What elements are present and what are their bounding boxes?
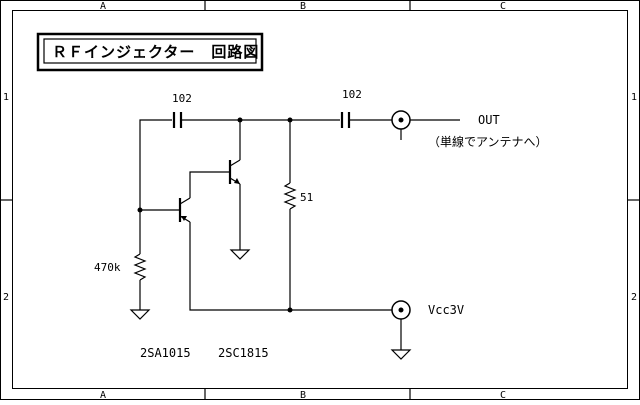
junctions	[137, 117, 293, 313]
ground-symbol-vcc	[390, 349, 412, 360]
q2-collector-lead	[229, 159, 241, 167]
column-markers-bottom: A B C	[100, 389, 506, 401]
resistor-51-value: 51	[300, 191, 313, 204]
capacitor-1-value: 102	[172, 92, 192, 105]
row-markers: 1 2 1 2	[1, 92, 639, 303]
ground-symbol-470k	[129, 309, 151, 320]
junction-q2-collector	[237, 117, 243, 123]
output-label: OUT	[478, 113, 500, 127]
inner-border	[12, 10, 628, 389]
row-label-2-right: 2	[631, 292, 637, 303]
title-block: ＲＦインジェクター 回路図	[36, 32, 264, 72]
wire-input-top	[139, 119, 172, 210]
junction-r51-top	[287, 117, 293, 123]
capacitor-1: 102	[172, 92, 192, 128]
wire-q1-to-q2	[189, 171, 230, 198]
transistor-q1	[178, 197, 191, 223]
q1-arrow	[181, 216, 187, 221]
column-label-c-top: C	[500, 1, 506, 12]
output-note: （単線でアンテナへ）	[428, 134, 548, 149]
capacitor-2-value: 102	[342, 88, 362, 101]
title-box-inner	[43, 38, 257, 64]
resistor-51: 51	[283, 182, 313, 210]
column-label-b-bottom: B	[300, 390, 306, 400]
row-label-1-left: 1	[3, 92, 9, 103]
column-label-b-top: B	[300, 1, 306, 12]
ground-symbol-q2	[229, 249, 251, 260]
row-label-1-right: 1	[631, 92, 637, 103]
column-markers-top: A B C	[100, 1, 506, 12]
transistor-1-part: 2SA1015	[140, 346, 191, 360]
capacitor-2: 102	[340, 88, 362, 128]
q1-collector-lead	[179, 197, 191, 205]
wire-bottom-rail	[189, 222, 392, 311]
junction-input	[137, 207, 143, 213]
transistor-q2	[228, 159, 241, 185]
column-label-a-bottom: A	[100, 390, 106, 400]
column-label-c-bottom: C	[500, 390, 506, 400]
q2-arrow	[234, 178, 240, 184]
title: ＲＦインジェクター 回路図	[52, 43, 259, 61]
row-label-2-left: 2	[3, 292, 9, 303]
output-connector: OUT （単線でアンテナへ）	[391, 110, 548, 149]
resistor-470k: 470k	[94, 253, 147, 281]
power-label: Vcc3V	[428, 303, 464, 317]
transistor-2-part: 2SC1815	[218, 346, 269, 360]
title-box-outer	[36, 32, 264, 72]
column-label-a-top: A	[100, 1, 106, 12]
junction-r51-bottom	[287, 307, 293, 313]
resistor-470k-value: 470k	[94, 261, 121, 274]
power-connector: Vcc3V	[391, 300, 464, 320]
wires	[139, 119, 460, 350]
